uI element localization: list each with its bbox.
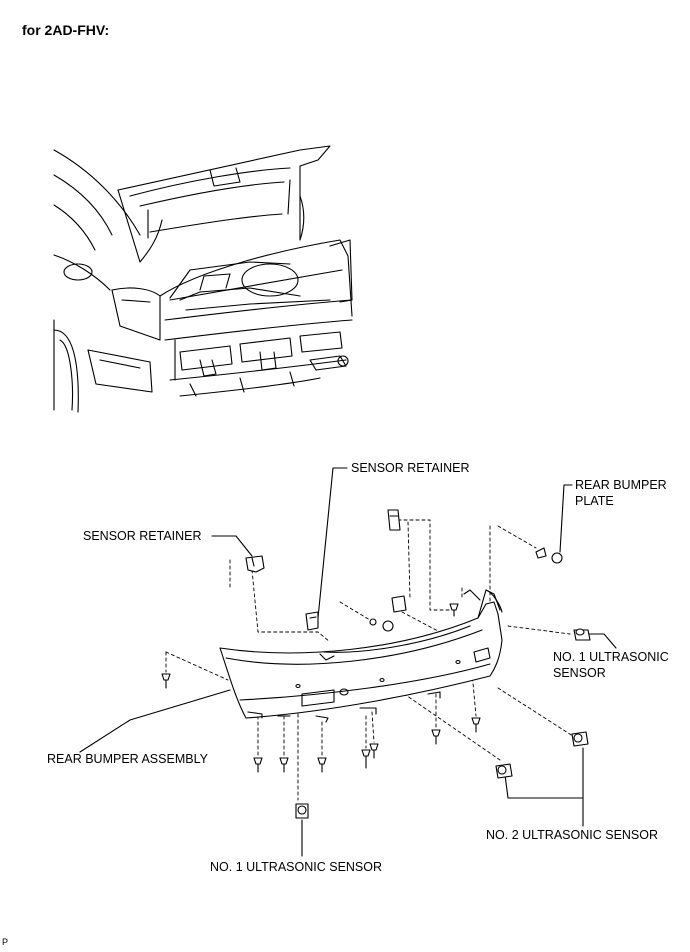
label-rear-bumper-plate-line2: PLATE [575, 494, 614, 508]
leader-lines [79, 467, 617, 857]
label-no1-ultrasonic-sensor-bottom: NO. 1 ULTRASONIC SENSOR [210, 860, 383, 874]
ultrasonic-sensors [295, 628, 591, 819]
label-no2-ultrasonic-sensor: NO. 2 ULTRASONIC SENSOR [486, 828, 659, 842]
fasteners [161, 547, 547, 773]
label-sensor-retainer-left: SENSOR RETAINER [83, 529, 202, 543]
sensor-retainer-left [245, 555, 265, 573]
sensor-retainer-top [305, 611, 319, 631]
sensor-retainer-middle [391, 595, 407, 613]
vehicle-rear-illustration [53, 145, 353, 413]
label-rear-bumper-plate-line1: REAR BUMPER [575, 478, 667, 492]
page-title: for 2AD-FHV: [22, 22, 110, 38]
label-no1-ultrasonic-sensor-right-line1: NO. 1 ULTRASONIC [553, 650, 669, 664]
label-no1-ultrasonic-sensor-right-line2: SENSOR [553, 666, 606, 680]
sensor-retainer-upper-right [387, 509, 401, 531]
label-sensor-retainer-top: SENSOR RETAINER [351, 461, 470, 475]
label-rear-bumper-assembly: REAR BUMPER ASSEMBLY [47, 752, 208, 766]
rear-bumper-assembly [219, 589, 503, 723]
rear-bumper-plate-clip [382, 552, 563, 632]
figure-code: P [2, 937, 9, 947]
